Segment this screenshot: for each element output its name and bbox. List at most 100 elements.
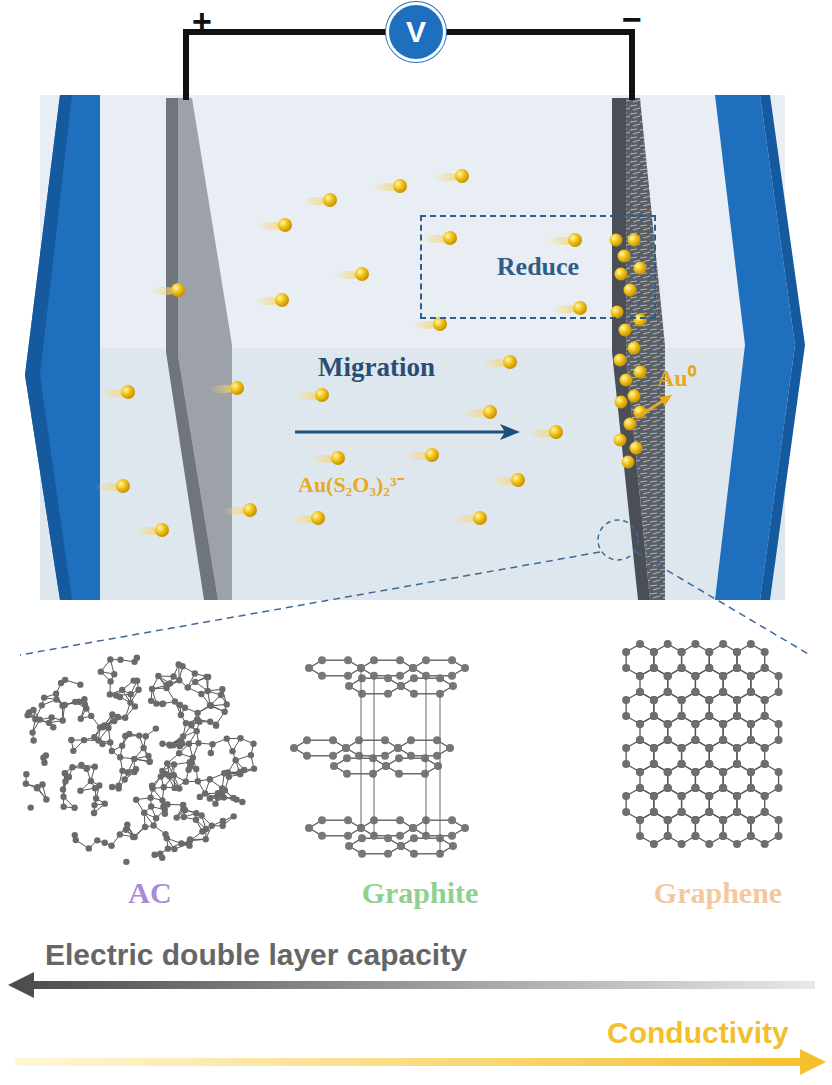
- atom: [143, 733, 149, 739]
- atom: [358, 674, 366, 682]
- atom: [170, 673, 176, 679]
- atom: [422, 656, 430, 664]
- deposited-gold: [634, 366, 647, 379]
- gold-ion: [331, 451, 345, 465]
- atom: [204, 688, 210, 694]
- atom: [678, 696, 686, 704]
- atom: [126, 731, 132, 737]
- atom: [705, 696, 713, 704]
- atom: [167, 742, 173, 748]
- atom: [761, 760, 769, 768]
- atom: [109, 784, 115, 790]
- deposited-gold: [634, 314, 647, 327]
- atom: [396, 656, 404, 664]
- atom: [147, 794, 153, 800]
- atom: [78, 762, 84, 768]
- atom: [195, 778, 201, 784]
- atom: [678, 760, 686, 768]
- atom: [410, 850, 418, 858]
- atom: [224, 701, 230, 707]
- atom: [761, 792, 769, 800]
- atom: [384, 834, 392, 842]
- atom: [180, 806, 186, 812]
- atom: [691, 720, 699, 728]
- atom: [160, 803, 166, 809]
- atom: [705, 808, 713, 816]
- atom: [397, 842, 405, 850]
- atom: [678, 664, 686, 672]
- atom: [664, 832, 672, 840]
- atom: [102, 840, 108, 846]
- atom: [97, 724, 103, 730]
- atom: [747, 816, 755, 824]
- interlayer: [440, 694, 441, 854]
- atom: [733, 648, 741, 656]
- atom: [199, 828, 205, 834]
- zoom-line: [20, 552, 600, 655]
- atom: [92, 763, 98, 769]
- atom: [39, 781, 45, 787]
- atom: [213, 722, 219, 728]
- atom: [622, 760, 630, 768]
- gold-ion: [171, 283, 185, 297]
- atom: [691, 768, 699, 776]
- atom: [205, 674, 211, 680]
- atom: [705, 760, 713, 768]
- atom: [747, 720, 755, 728]
- atom: [407, 752, 415, 760]
- atom: [733, 744, 741, 752]
- atom: [185, 767, 191, 773]
- atom: [449, 682, 457, 690]
- atom: [434, 762, 442, 770]
- atom: [664, 832, 672, 840]
- atom: [409, 824, 417, 832]
- atom: [115, 783, 121, 789]
- zoom-circle: [598, 520, 638, 560]
- atom: [747, 720, 755, 728]
- atom: [395, 754, 403, 762]
- atom: [203, 836, 209, 842]
- atom: [358, 850, 366, 858]
- atom: [72, 699, 78, 705]
- atom: [172, 698, 178, 704]
- atom: [343, 754, 351, 762]
- atom: [130, 834, 136, 840]
- atom: [691, 736, 699, 744]
- atom: [88, 778, 94, 784]
- atom: [250, 741, 256, 747]
- atom: [705, 744, 713, 752]
- atom: [171, 772, 177, 778]
- atom: [622, 664, 630, 672]
- atom: [733, 808, 741, 816]
- atom: [159, 797, 165, 803]
- atom: [194, 716, 200, 722]
- polarity-sign: −: [622, 0, 642, 39]
- atom: [171, 761, 177, 767]
- material-name: Graphene: [654, 876, 782, 910]
- atom: [43, 796, 49, 802]
- atom: [195, 740, 201, 746]
- atom: [163, 771, 169, 777]
- atom: [23, 781, 29, 787]
- atom: [107, 691, 113, 697]
- atom: [733, 696, 741, 704]
- atom: [678, 760, 686, 768]
- atom: [95, 737, 101, 743]
- atom: [130, 677, 136, 683]
- atom: [448, 672, 456, 680]
- atom: [77, 681, 83, 687]
- atom: [664, 688, 672, 696]
- atom: [733, 696, 741, 704]
- atom: [166, 742, 172, 748]
- atom: [193, 810, 199, 816]
- atom: [188, 760, 194, 766]
- atom: [761, 792, 769, 800]
- atom: [305, 824, 313, 832]
- arrow-head: [659, 395, 672, 406]
- atom: [192, 679, 198, 685]
- deposited-gold: [614, 354, 627, 367]
- atom: [153, 815, 159, 821]
- atom: [747, 672, 755, 680]
- atom: [636, 784, 644, 792]
